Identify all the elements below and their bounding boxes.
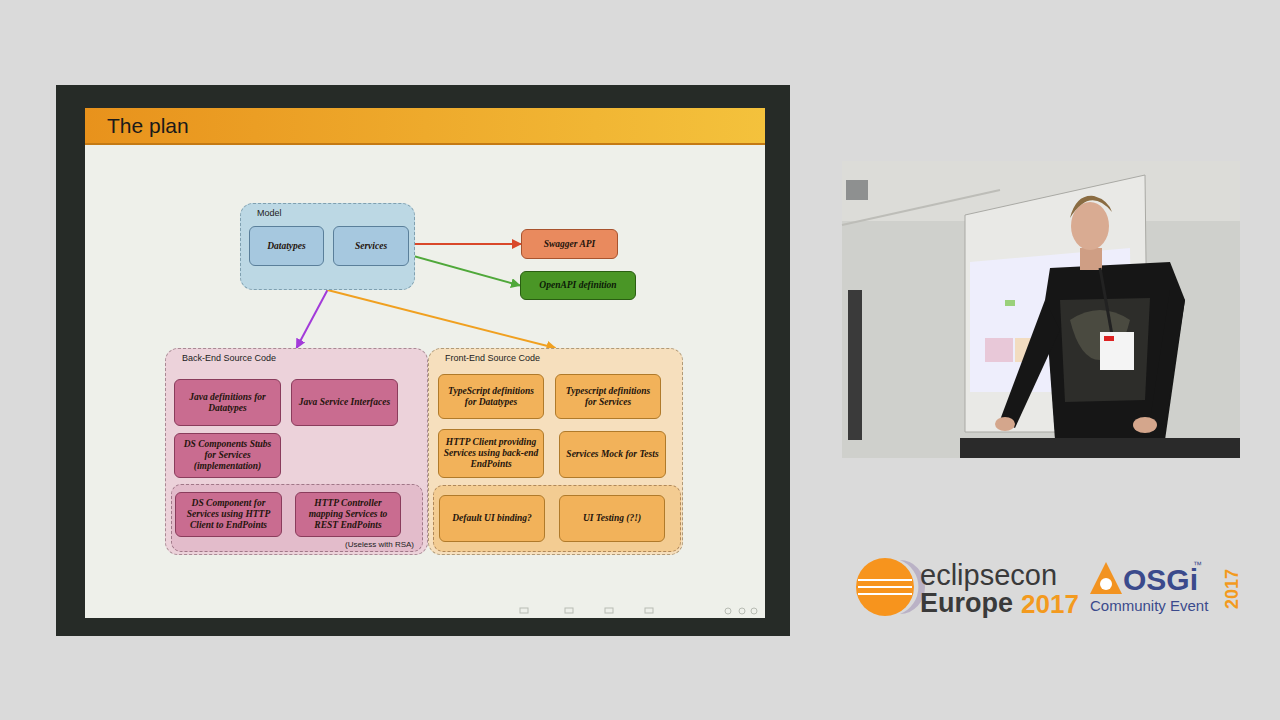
box-label: Java definitions for Datatypes: [179, 392, 276, 414]
box-label: Services: [355, 241, 387, 252]
logo-year: 2017: [1223, 569, 1241, 609]
datatype-box: Datatypes: [249, 226, 324, 266]
source-box: TypeScript definitions for Datatypes: [438, 374, 544, 419]
box-label: HTTP Controller mapping Services to REST…: [300, 498, 396, 531]
title-rule: [85, 143, 765, 145]
output-box: Swagger API: [521, 229, 618, 259]
arrow-connector: [409, 255, 520, 286]
speaker-video: [842, 161, 1240, 458]
box-label: Datatypes: [267, 241, 306, 252]
box-label: HTTP Client providing Services using bac…: [443, 437, 539, 470]
source-box: Typescript definitions for Services: [555, 374, 661, 419]
output-box: OpenAPI definition: [520, 271, 636, 300]
group-heading: Back-End Source Code: [182, 353, 276, 363]
arrow-connector: [297, 290, 328, 348]
logo-text: OSGi: [1123, 565, 1198, 595]
eclipse-logo-mark: [856, 558, 925, 616]
source-box: DS Component for Services using HTTP Cli…: [175, 492, 282, 537]
model-group: ModelDatatypes Services: [240, 203, 415, 290]
group-heading: Model: [257, 208, 282, 218]
osgi-logo-mark: [1090, 562, 1122, 594]
service-box: Services: [333, 226, 409, 266]
optional-band: Default UI binding? UI Testing (?!): [433, 485, 681, 552]
title-bar: [85, 108, 765, 145]
box-label: DS Component for Services using HTTP Cli…: [180, 498, 277, 531]
box-label: Java Service Interfaces: [299, 397, 390, 408]
box-label: OpenAPI definition: [539, 280, 616, 291]
source-box: UI Testing (?!): [559, 495, 665, 542]
logo-year: 2017: [1021, 591, 1079, 617]
source-box: Java definitions for Datatypes: [174, 379, 281, 426]
logo-text: Europe: [920, 590, 1013, 617]
box-label: UI Testing (?!): [583, 513, 641, 524]
group-heading: Front-End Source Code: [445, 353, 540, 363]
trademark: ™: [1193, 561, 1202, 570]
slide-frame: [56, 85, 790, 636]
box-label: Typescript definitions for Services: [560, 386, 656, 408]
source-box: Java Service Interfaces: [291, 379, 398, 426]
slide: [85, 108, 765, 618]
source-box: DS Components Stubs for Services (implem…: [174, 433, 281, 478]
band-note: (Useless with RSA): [345, 540, 414, 549]
box-label: DS Components Stubs for Services (implem…: [179, 439, 276, 472]
slide-nav-icons: [520, 608, 757, 614]
backend-group: Back-End Source CodeJava definitions for…: [165, 348, 428, 555]
source-box: HTTP Controller mapping Services to REST…: [295, 492, 401, 537]
logo-text: Community Event: [1090, 598, 1208, 613]
source-box: HTTP Client providing Services using bac…: [438, 429, 544, 478]
source-box: Services Mock for Tests: [559, 431, 666, 478]
frontend-group: Front-End Source CodeTypeScript definiti…: [428, 348, 683, 555]
logo-text: eclipsecon: [920, 561, 1057, 590]
box-label: Services Mock for Tests: [566, 449, 658, 460]
source-box: Default UI binding?: [439, 495, 545, 542]
optional-band: (Useless with RSA) DS Component for Servi…: [171, 484, 423, 552]
box-label: TypeScript definitions for Datatypes: [443, 386, 539, 408]
arrow-connector: [409, 243, 521, 245]
box-label: Default UI binding?: [452, 513, 532, 524]
slide-title-box: The plan: [107, 114, 189, 138]
slide-title: The plan: [107, 114, 189, 137]
box-label: Swagger API: [544, 239, 596, 250]
